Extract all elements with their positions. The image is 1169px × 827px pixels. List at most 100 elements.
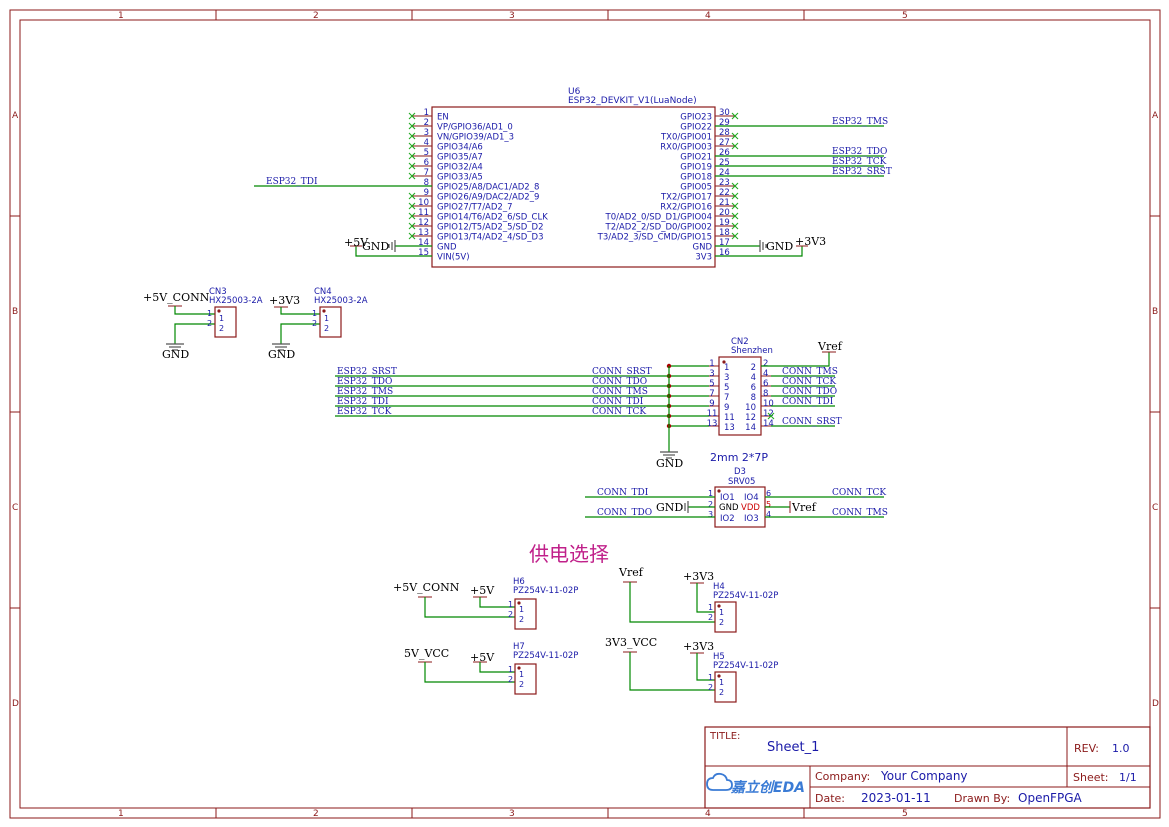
- cn2-odd-pin-name: 1: [724, 363, 729, 373]
- h5-pin1-num: 1: [708, 673, 713, 682]
- u6-pin-number: 17: [719, 238, 730, 248]
- u6-pin-name: GND: [693, 243, 713, 253]
- cn4-pin1-name: 1: [324, 314, 329, 323]
- u6-pin-name: T2/AD2_2/SD_D0/GPIO02: [605, 223, 713, 233]
- h6-jumper: +5V_CONN +5V H6 PZ254V-11-02P 1 1 2 2: [393, 577, 578, 630]
- cn2-pins: 11335577991111131322446688101012121414: [707, 359, 774, 433]
- u6-pin-number: 22: [719, 188, 730, 198]
- u6-pin-name: GPIO32/A4: [437, 163, 483, 173]
- row-label-right: B: [1152, 307, 1158, 317]
- u6-pin-number: 12: [418, 218, 429, 228]
- u6-pin-number: 11: [418, 208, 429, 218]
- h6-body: [514, 598, 537, 630]
- cn2-caption: 2mm 2*7P: [710, 451, 768, 464]
- date-value: 2023-01-11: [861, 791, 931, 805]
- cn2-odd-pin-number: 5: [709, 379, 714, 389]
- cn2-right-net-label: CONN_TDI: [782, 397, 834, 407]
- cn4-designator: CN4: [314, 287, 332, 297]
- row-label-right: D: [1152, 699, 1159, 709]
- row-label-left: D: [12, 699, 19, 709]
- cn2-esp-net-label: ESP32_TDO: [337, 377, 392, 387]
- net-esp32-tms: ESP32_TMS: [832, 117, 888, 127]
- h6-pin2-name: 2: [519, 615, 524, 624]
- u6-designator: U6: [568, 87, 581, 97]
- cn2-odd-pin-number: 13: [707, 419, 718, 429]
- cn2-even-pin-name: 12: [745, 413, 756, 423]
- u6-pin-name: VN/GPIO39/AD1_3: [437, 133, 514, 143]
- d3-net-tdo: CONN_TDO: [597, 508, 652, 518]
- title-label: TITLE:: [709, 731, 740, 742]
- cn4-connector: +3V3 GND CN4 HX25003-2A 1 1 2 2: [268, 287, 368, 361]
- u6-plus5v-label: +5V: [344, 236, 369, 249]
- u6-pin-name: RX0/GPIO03: [660, 143, 712, 153]
- u6-pin-name: GPIO23: [680, 113, 712, 123]
- power-select-title: 供电选择: [529, 542, 609, 566]
- d3-srv05-protection: D3 SRV05 IO1 GND IO2 IO4 VDD IO3 1 2 3 6…: [585, 467, 888, 528]
- h4-pin2-name: 2: [719, 618, 724, 627]
- u6-pin-name: GPIO18: [680, 173, 712, 183]
- d3-vref-label: Vref: [791, 501, 817, 514]
- cn2-conn-net-label: CONN_TDI: [592, 397, 644, 407]
- h7-jumper: 5V_VCC +5V H7 PZ254V-11-02P 1 1 2 2: [404, 642, 578, 695]
- h6-pin1-name: 1: [519, 605, 524, 614]
- col-label-bottom: 1: [118, 809, 124, 819]
- cn2-odd-pin-number: 3: [709, 369, 714, 379]
- h7-dst-label: +5V: [470, 651, 495, 664]
- u6-pin-name: TX0/GPIO01: [660, 133, 712, 143]
- sheet-label: Sheet:: [1073, 771, 1109, 784]
- h6-designator: H6: [513, 577, 525, 587]
- h5-designator: H5: [713, 652, 725, 662]
- u6-pin-number: 7: [424, 168, 429, 178]
- row-label-right: C: [1152, 503, 1158, 513]
- u6-pin-number: 27: [719, 138, 730, 148]
- h7-pin1-name: 1: [519, 670, 524, 679]
- u6-pin-number: 2: [424, 118, 429, 128]
- cn2-even-pin-name: 10: [745, 403, 756, 413]
- u6-pin-name: GND: [437, 243, 457, 253]
- d3-io3: IO3: [744, 514, 759, 524]
- u6-pin-name: GPIO13/T4/AD2_4/SD_D3: [437, 233, 544, 243]
- u6-pin-number: 23: [719, 178, 730, 188]
- cn3-pin2-num: 2: [207, 319, 212, 328]
- d3-pin2: 2: [708, 500, 713, 509]
- u6-pin-number: 21: [719, 198, 730, 208]
- d3-pin5: 5: [766, 500, 771, 509]
- d3-vdd-pin: VDD: [741, 503, 760, 513]
- row-label-left: C: [12, 503, 18, 513]
- u6-pin-number: 6: [424, 158, 429, 168]
- h5-dst-label: +3V3: [683, 640, 714, 653]
- u6-body: [431, 106, 716, 268]
- rev-label: REV:: [1074, 742, 1099, 755]
- cn2-esp-net-label: ESP32_TCK: [337, 407, 392, 417]
- cn4-power-label: +3V3: [269, 294, 300, 307]
- cn2-odd-pin-number: 1: [709, 359, 714, 369]
- u6-plus3v3-label: +3V3: [795, 235, 826, 248]
- h6-src-label: +5V_CONN: [393, 581, 460, 594]
- row-label-right: A: [1152, 111, 1159, 121]
- h4-designator: H4: [713, 582, 725, 592]
- d3-io4: IO4: [744, 493, 759, 503]
- h7-body: [514, 663, 537, 695]
- cn2-conn-net-label: CONN_SRST: [592, 367, 652, 377]
- u6-pin-number: 18: [719, 228, 730, 238]
- u6-pin-name: GPIO25/A8/DAC1/AD2_8: [437, 183, 539, 193]
- cn3-power-label: +5V_CONN: [143, 291, 210, 304]
- net-esp32-tck: ESP32_TCK: [832, 157, 887, 167]
- u6-pin-name: GPIO34/A6: [437, 143, 483, 153]
- frame-ticks: [10, 10, 1160, 818]
- u6-pin-name: GPIO12/T5/AD2_5/SD_D2: [437, 223, 544, 233]
- cn2-odd-pin-name: 13: [724, 423, 735, 433]
- u6-pin-number: 13: [418, 228, 429, 238]
- cn2-even-pin-number: 6: [763, 379, 768, 389]
- u6-pin-name: GPIO05: [680, 183, 712, 193]
- cn2-conn-net-label: CONN_TMS: [592, 387, 648, 397]
- u6-gnd-right-label: GND: [766, 240, 793, 253]
- cn2-even-pin-name: 4: [751, 373, 756, 383]
- cn3-pin1-num: 1: [207, 309, 212, 318]
- d3-designator: D3: [734, 467, 746, 477]
- eda-logo-text: 嘉立创EDA: [730, 779, 805, 796]
- u6-pin-number: 20: [719, 208, 730, 218]
